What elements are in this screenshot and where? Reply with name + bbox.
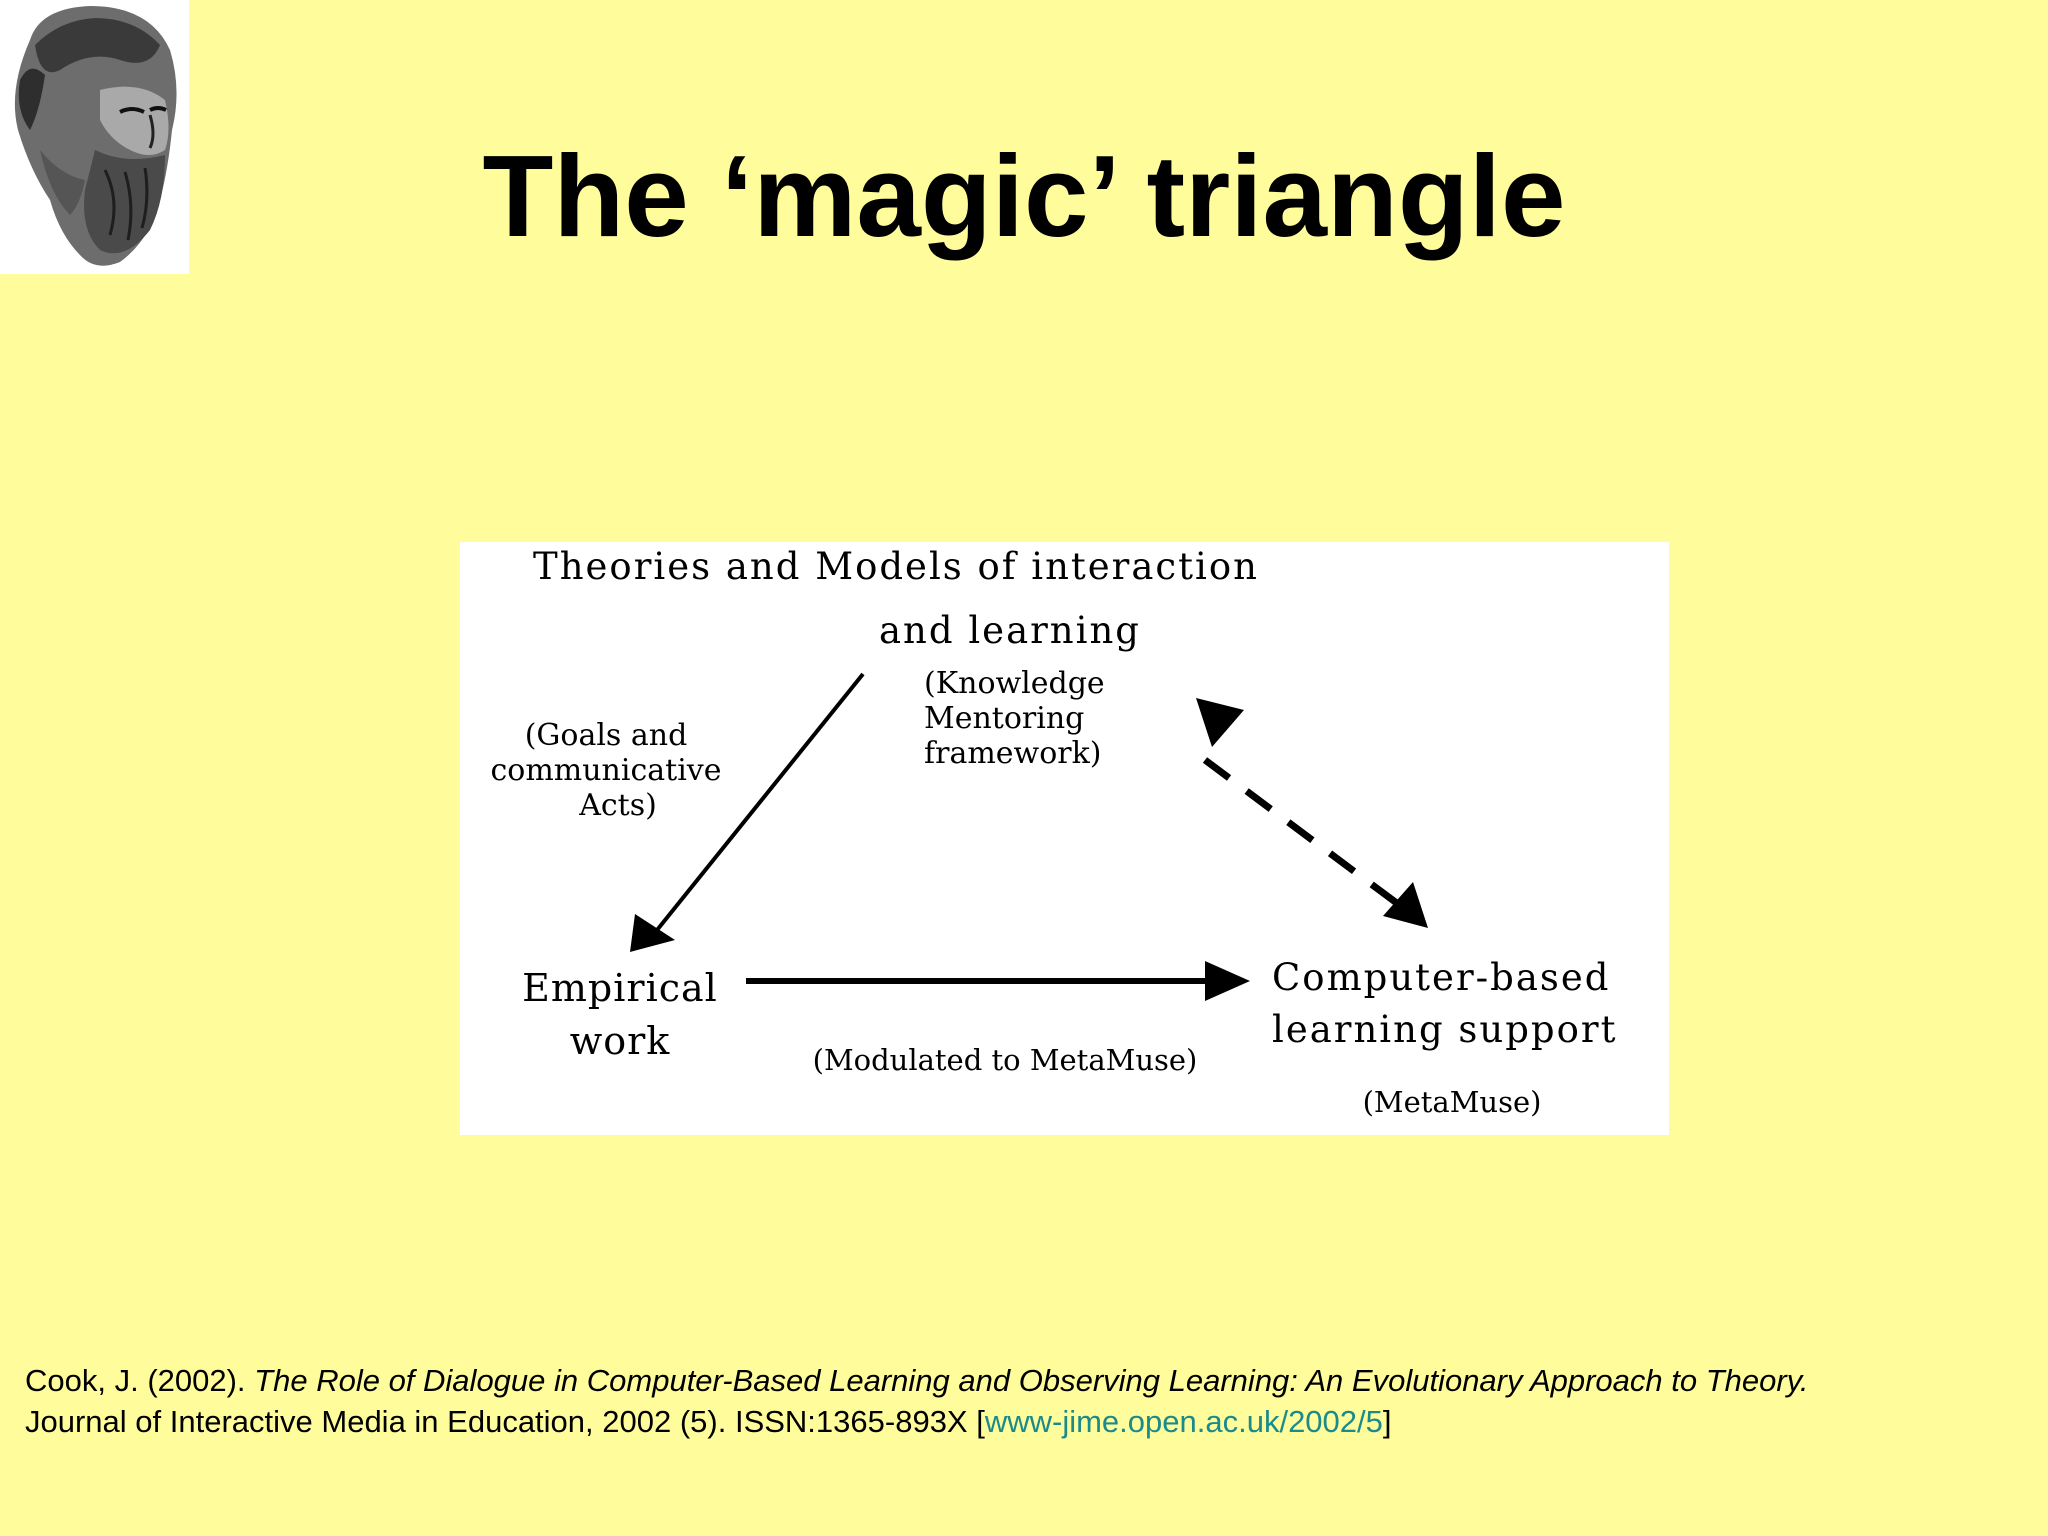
citation-closing: ] bbox=[1382, 1404, 1392, 1439]
note-knowledge-mentoring-line3: framework) bbox=[924, 736, 1102, 771]
arrow-theories-to-empirical bbox=[643, 672, 865, 947]
note-goals-line3: Acts) bbox=[578, 788, 657, 823]
note-knowledge-mentoring-line1: (Knowledge bbox=[924, 666, 1105, 701]
note-goals-line1: (Goals and bbox=[525, 718, 688, 753]
citation-line2: Journal of Interactive Media in Educatio… bbox=[25, 1401, 2025, 1442]
magic-triangle-diagram: Theories and Models of interaction and l… bbox=[460, 542, 1669, 1135]
citation-link[interactable]: www-jime.open.ac.uk/2002/5 bbox=[984, 1404, 1383, 1439]
node-computer-line1: Computer-based bbox=[1272, 956, 1610, 999]
citation-author: Cook, J. (2002). bbox=[25, 1363, 246, 1398]
node-theories-label-line2: and learning bbox=[879, 609, 1141, 652]
note-modulated: (Modulated to MetaMuse) bbox=[813, 1043, 1198, 1077]
note-goals-line2: communicative bbox=[490, 753, 721, 788]
node-empirical-line2: work bbox=[570, 1019, 671, 1063]
citation-work-title: The Role of Dialogue in Computer-Based L… bbox=[254, 1363, 1809, 1398]
node-empirical-line1: Empirical bbox=[522, 966, 718, 1010]
philosopher-bust-icon bbox=[0, 0, 189, 274]
node-computer-line2: learning support bbox=[1272, 1008, 1617, 1051]
citation-journal: Journal of Interactive Media in Educatio… bbox=[25, 1404, 985, 1439]
citation-line1: Cook, J. (2002). The Role of Dialogue in… bbox=[25, 1360, 2025, 1401]
citation: Cook, J. (2002). The Role of Dialogue in… bbox=[25, 1360, 2025, 1442]
note-knowledge-mentoring-line2: Mentoring bbox=[924, 701, 1084, 736]
arrowhead-empirical bbox=[630, 914, 675, 952]
slide-title: The ‘magic’ triangle bbox=[482, 131, 1566, 261]
note-metamuse: (MetaMuse) bbox=[1363, 1085, 1542, 1119]
arrowhead-dashed-bottom bbox=[1383, 882, 1428, 928]
node-theories-label-line1: Theories and Models of interaction bbox=[533, 545, 1259, 588]
dashed-arrow-theories-computer bbox=[1202, 757, 1413, 916]
arrowhead-computer bbox=[1205, 961, 1250, 1001]
arrowhead-dashed-top bbox=[1196, 698, 1244, 747]
